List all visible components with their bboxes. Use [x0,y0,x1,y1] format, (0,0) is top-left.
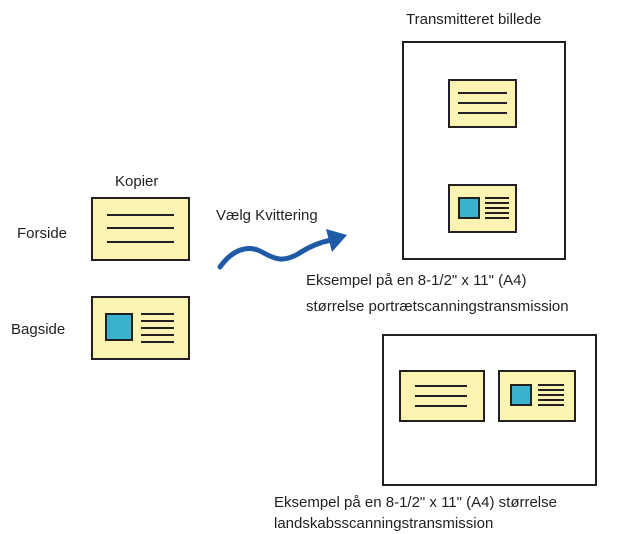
front-card [399,370,485,422]
text-line [538,399,564,401]
text-line [415,405,467,407]
front-side-label: Forside [17,225,68,242]
photo-icon [510,384,532,406]
front-card [91,197,190,261]
text-line [141,327,174,329]
landscape-sheet [382,334,597,486]
text-line [485,217,509,219]
photo-icon [458,197,480,219]
text-line [538,384,564,386]
portrait-caption-line2: størrelse portrætscanningstransmission [306,298,569,315]
back-card [91,296,190,360]
landscape-caption-line2: landskabsscanningstransmission [274,515,494,532]
photo-icon [105,313,133,341]
select-receipt-label: Vælg Kvittering [216,207,318,224]
landscape-caption-line1: Eksempel på en 8-1/2" x 11" (A4) størrel… [274,494,557,511]
text-line [485,197,509,199]
text-line [458,92,507,94]
portrait-caption-line1: Eksempel på en 8-1/2" x 11" (A4) [306,272,527,289]
text-line [538,404,564,406]
text-line [485,212,509,214]
text-line [141,334,174,336]
back-card [448,184,517,233]
back-card [498,370,576,422]
text-line [538,389,564,391]
text-line [485,202,509,204]
text-line [458,102,507,104]
portrait-sheet [402,41,566,260]
transmitted-image-label: Transmitteret billede [406,11,542,28]
text-line [107,227,174,229]
curved-arrow-icon [217,229,347,270]
text-line [107,214,174,216]
text-line [415,395,467,397]
text-line [141,320,174,322]
text-line [485,207,509,209]
copy-label: Kopier [115,173,159,190]
text-line [141,313,174,315]
text-line [458,112,507,114]
text-line [538,394,564,396]
back-side-label: Bagside [11,321,66,338]
text-line [141,341,174,343]
text-line [107,241,174,243]
text-line [415,385,467,387]
front-card [448,79,517,128]
